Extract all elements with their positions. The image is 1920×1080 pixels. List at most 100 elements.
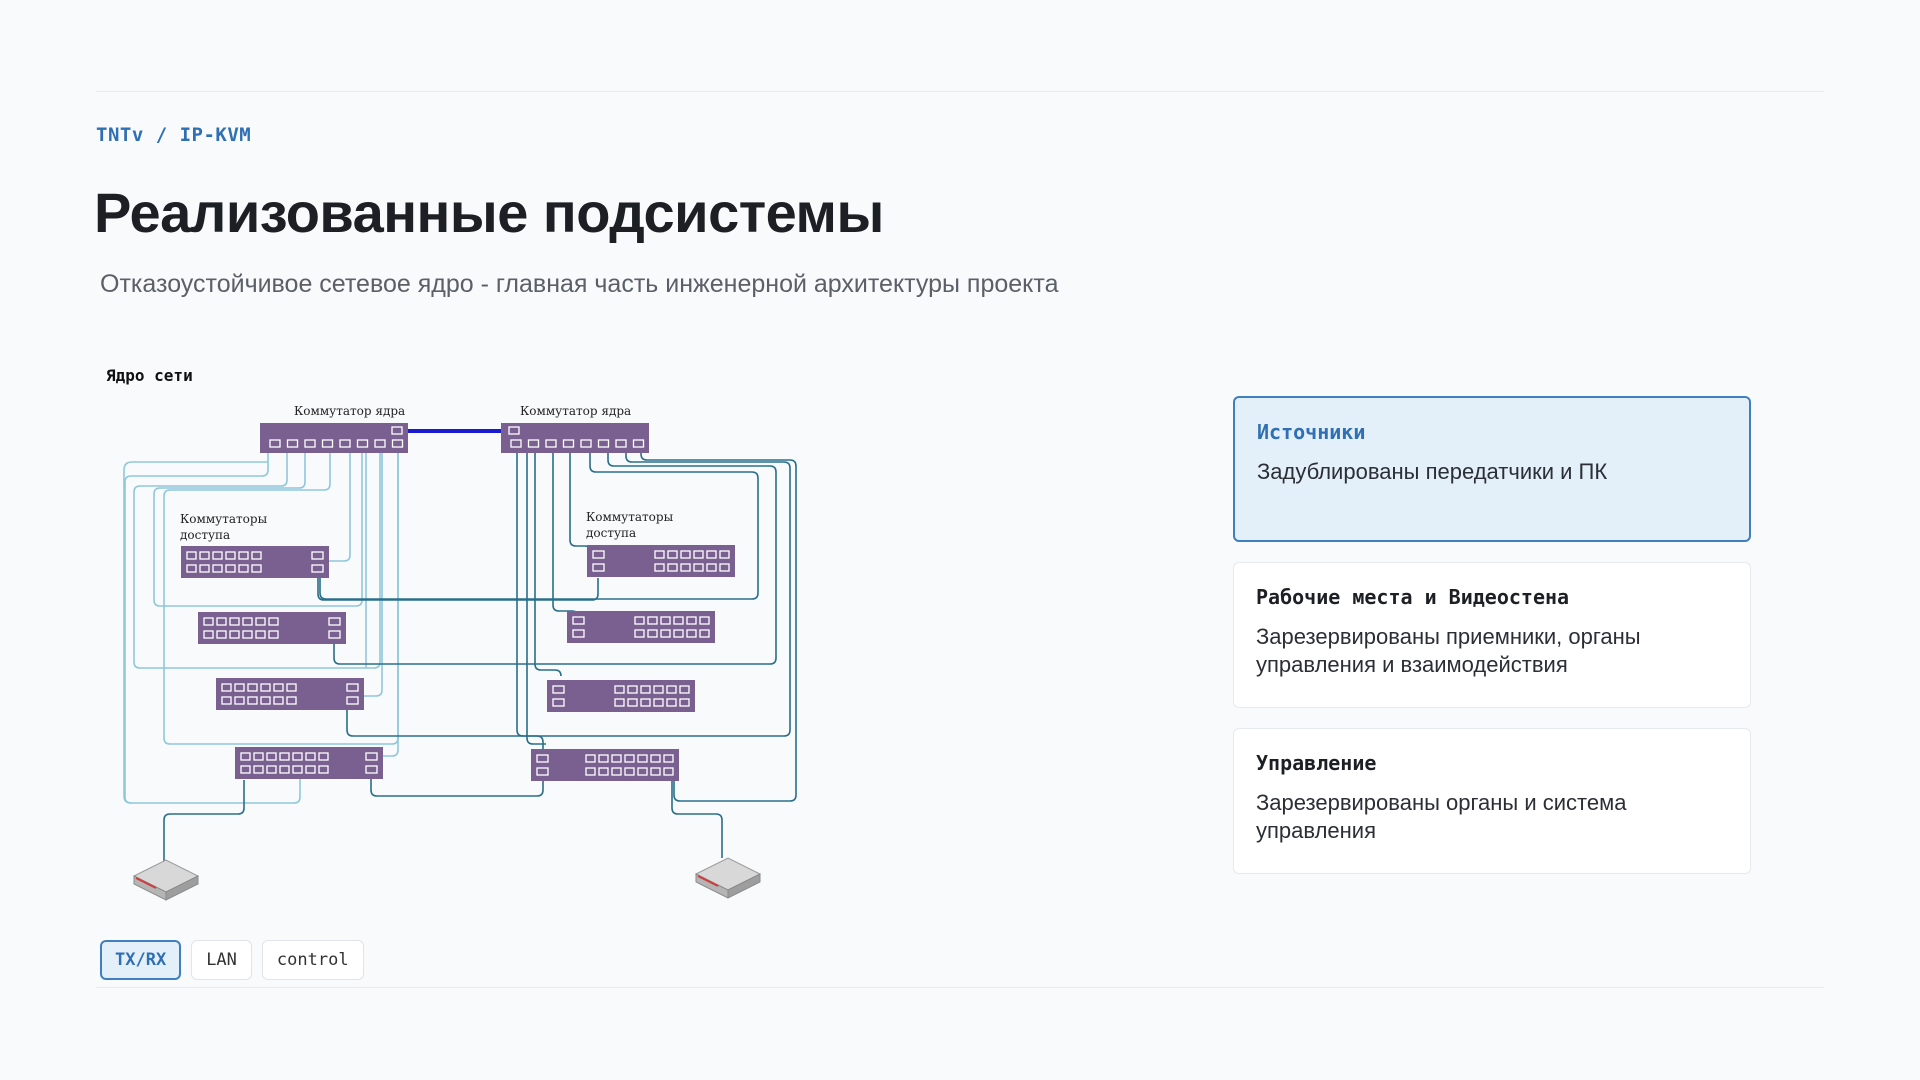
card-control-text: Зарезервированы органы и система управле… [1256,790,1627,843]
access-switch-left-1-body [181,546,329,578]
port [273,696,284,705]
port [611,767,622,776]
link [640,452,797,802]
port [650,754,661,763]
link [346,452,791,737]
port [229,617,240,626]
port [686,629,697,638]
port [627,685,638,694]
port [660,616,671,625]
port [186,551,197,560]
port [666,685,677,694]
card-control[interactable]: Управление Зарезервированы органы и сист… [1233,728,1751,874]
port [253,765,264,774]
port [225,564,236,573]
port [699,629,710,638]
diagram-nodes [132,423,762,901]
port [292,765,303,774]
tab-txrx[interactable]: TX/RX [100,940,182,980]
port [305,752,316,761]
tab-control[interactable]: control [261,940,364,980]
port [234,696,245,705]
link [124,452,301,804]
uplink-port [572,616,585,625]
uplink-port [328,617,341,626]
port [203,617,214,626]
link [526,452,546,745]
page-title: Реализованные подсистемы [94,181,884,244]
port [663,754,674,763]
port [640,698,651,707]
port [255,630,266,639]
bottom-divider [96,987,1824,988]
port [614,698,625,707]
port [680,550,691,559]
port [279,752,290,761]
diagram-links [123,429,797,862]
port [266,752,277,761]
port [260,696,271,705]
port [203,630,214,639]
link [123,795,132,804]
port [654,550,665,559]
port [292,752,303,761]
access-switch-right-1 [587,545,735,577]
port [719,550,730,559]
port [234,683,245,692]
access-switch-left-3-body [216,678,364,710]
port [242,617,253,626]
port [624,767,635,776]
uplink-port [391,426,403,435]
core-switch-label-left: Коммутатор ядра [294,404,405,418]
core-switch-left [260,423,408,453]
port [686,616,697,625]
port [253,752,264,761]
port [247,696,258,705]
uplink-port [592,550,605,559]
access-switch-left-4-body [235,747,383,779]
port [266,765,277,774]
port [273,683,284,692]
port [585,767,596,776]
uplink-port [552,698,565,707]
port [667,550,678,559]
uplink-port [328,630,341,639]
port [640,685,651,694]
port [527,439,540,448]
link [333,452,777,665]
port [693,550,704,559]
end-device-left-led [135,877,157,889]
access-switch-left-3 [216,678,364,710]
port [693,563,704,572]
end-device-right [694,857,762,899]
access-switch-right-4 [531,749,679,781]
port [624,754,635,763]
port [212,564,223,573]
port [339,439,351,448]
access-switch-right-3 [547,680,695,712]
uplink-port [536,767,549,776]
core-switch-label-right: Коммутатор ядра [520,404,631,418]
card-sources[interactable]: Источники Задублированы передатчики и ПК [1233,396,1751,542]
port [699,616,710,625]
port [251,564,262,573]
card-workplaces[interactable]: Рабочие места и Видеостена Зарезервирова… [1233,562,1751,708]
access-switch-left-1 [181,546,329,578]
port [611,754,622,763]
core-switch-right [501,423,649,453]
tab-lan[interactable]: LAN [191,940,252,980]
network-core-diagram: Коммутатор ядра Коммутатор ядра Коммутат… [123,404,797,901]
port [216,630,227,639]
access-switch-left-2-body [198,612,346,644]
port [199,551,210,560]
port [615,439,627,448]
port [199,564,210,573]
page-subtitle: Отказоустойчивое сетевое ядро - главная … [100,270,1059,298]
link [319,452,759,600]
port [391,439,404,448]
port [286,696,297,705]
link [163,452,399,745]
card-sources-text: Задублированы передатчики и ПК [1257,459,1608,484]
breadcrumb[interactable]: TNTv / IP-KVM [96,124,252,146]
link [153,452,363,607]
